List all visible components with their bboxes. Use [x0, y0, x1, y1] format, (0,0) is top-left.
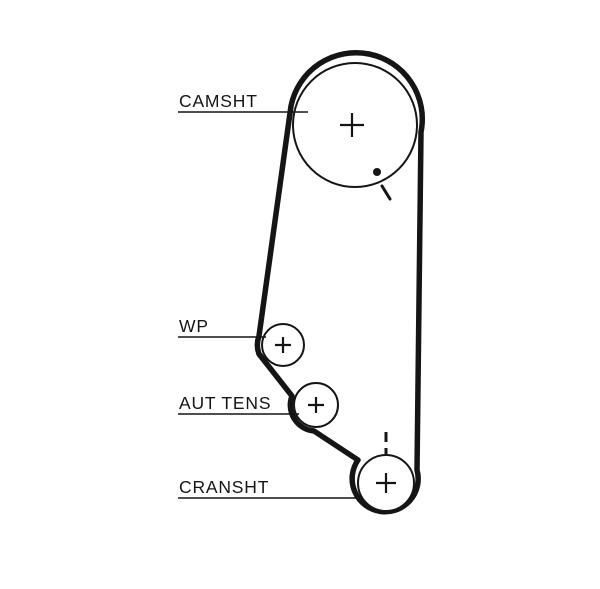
camshaft-label: CAMSHT	[179, 91, 258, 111]
camshaft-timing-tick	[380, 184, 392, 201]
tensioner-crosshair-icon	[308, 397, 324, 413]
crankshaft-label: CRANSHT	[179, 477, 269, 497]
crankshaft-crosshair-icon	[376, 473, 396, 493]
tensioner-label: AUT TENS	[179, 393, 271, 413]
water-pump-label: WP	[179, 316, 209, 336]
camshaft-timing-dot	[373, 168, 381, 176]
water-pump-crosshair-icon	[275, 337, 291, 353]
camshaft-crosshair-icon	[340, 113, 364, 137]
